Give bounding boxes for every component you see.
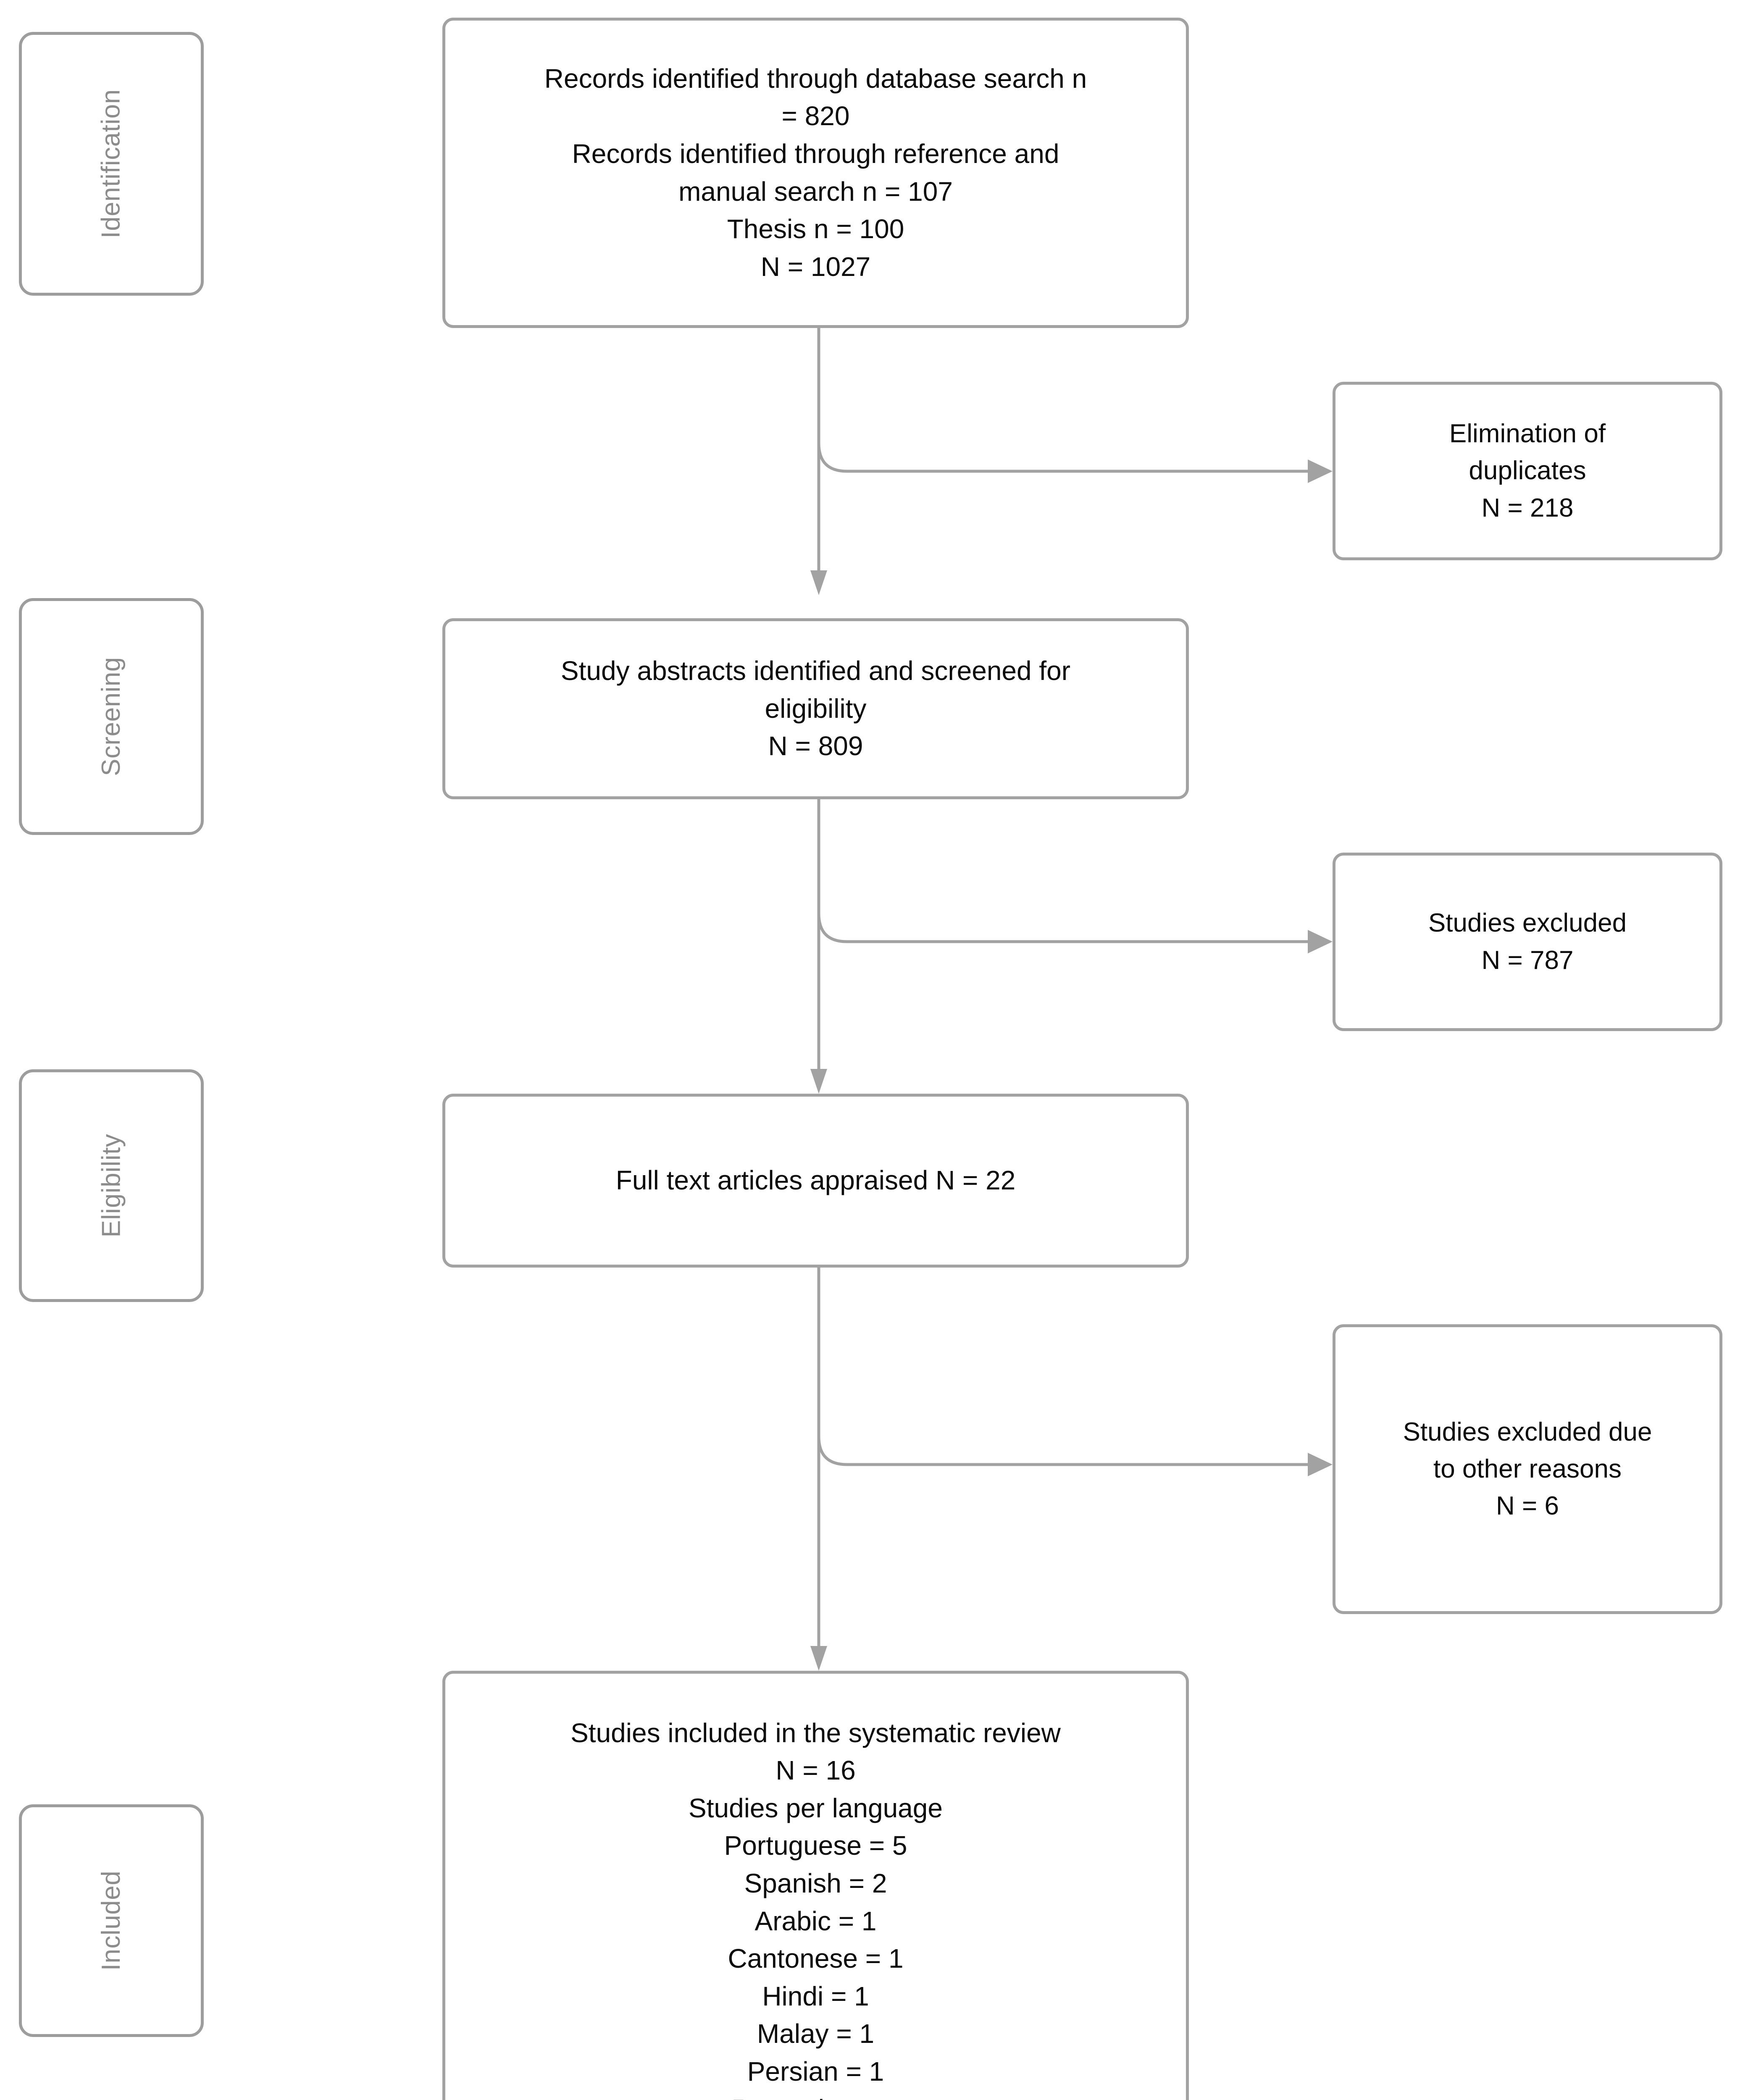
node-excluded-screening-text: Studies excluded N = 787 (1428, 908, 1627, 975)
stage-label-included: Included (96, 1870, 126, 1971)
node-duplicates-text: Elimination of duplicates N = 218 (1449, 419, 1606, 522)
node-duplicates: Elimination of duplicates N = 218 (1333, 382, 1722, 560)
stage-box-eligibility: Eligibility (19, 1069, 204, 1302)
stage-box-screening: Screening (19, 598, 204, 835)
stage-label-screening: Screening (97, 657, 126, 776)
node-excluded-screening: Studies excluded N = 787 (1333, 853, 1722, 1031)
node-eligibility: Full text articles appraised N = 22 (442, 1094, 1189, 1268)
edge-eligibility-to-excluded-other (817, 1436, 1333, 1476)
node-screening-text: Study abstracts identified and screened … (560, 656, 1071, 761)
edge-screening-to-excluded-screening (817, 913, 1333, 953)
stage-box-included: Included (19, 1804, 204, 2037)
node-excluded-other-text: Studies excluded due to other reasons N … (1403, 1417, 1652, 1521)
node-identification: Records identified through database sear… (442, 18, 1189, 328)
node-included: Studies included in the systematic revie… (442, 1671, 1189, 2100)
node-excluded-other: Studies excluded due to other reasons N … (1333, 1324, 1722, 1614)
edge-screening-to-eligibility (810, 799, 827, 1094)
edge-identification-to-screening (810, 328, 827, 595)
edge-identification-to-duplicates (817, 443, 1333, 483)
stage-label-eligibility: Eligibility (96, 1134, 126, 1238)
node-eligibility-text: Full text articles appraised N = 22 (615, 1165, 1016, 1196)
stage-label-identification: Identification (97, 89, 126, 239)
node-screening: Study abstracts identified and screened … (442, 618, 1189, 799)
node-identification-text: Records identified through database sear… (544, 63, 1087, 282)
node-included-text: Studies included in the systematic revie… (570, 1717, 1061, 2100)
stage-box-identification: Identification (19, 32, 204, 296)
edge-eligibility-to-included (810, 1268, 827, 1671)
